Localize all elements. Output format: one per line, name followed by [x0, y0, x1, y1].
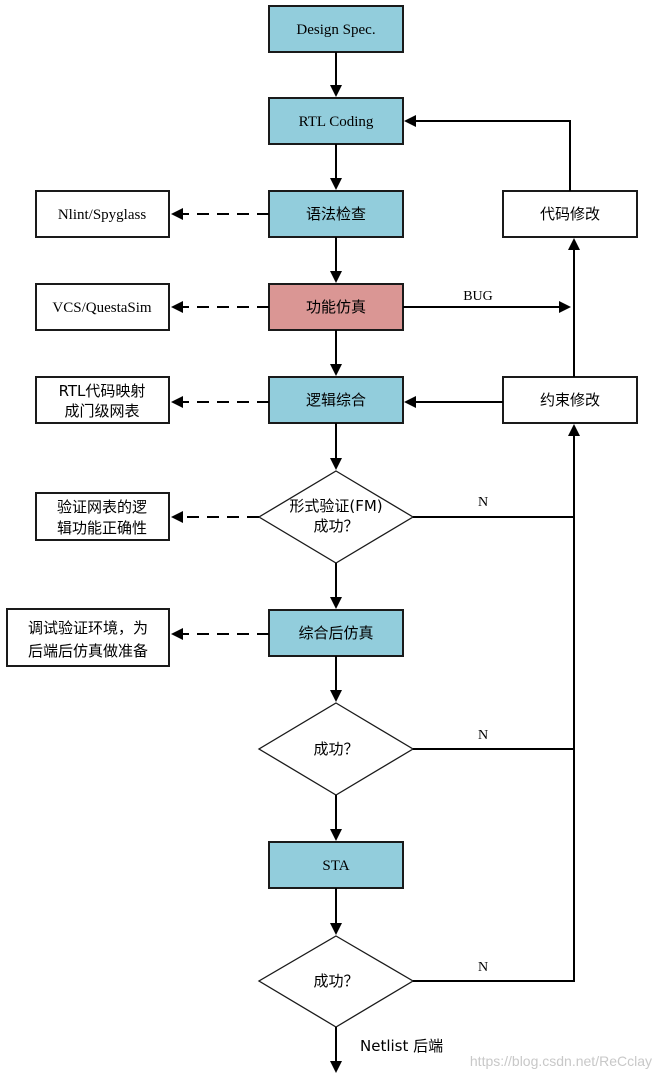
node-func-sim-label: 功能仿真 — [306, 298, 366, 316]
main-arrows — [330, 52, 342, 1073]
note-lint-tool[interactable]: Nlint/Spyglass — [35, 190, 170, 238]
edge-label-output: Netlist 后端 — [360, 1037, 443, 1055]
note-lint-tool-label: Nlint/Spyglass — [58, 207, 147, 223]
dashed-arrows — [171, 208, 269, 640]
decision-sta[interactable]: 成功？ — [257, 935, 415, 1028]
node-code-fix-label: 代码修改 — [540, 205, 600, 223]
node-sta-label: STA — [322, 858, 349, 874]
note-post-sim-line2: 后端后仿真做准备 — [28, 642, 148, 660]
edge-label-no-post-sim: N — [478, 728, 488, 743]
edge-label-no-sta: N — [478, 960, 488, 975]
node-design-spec[interactable]: Design Spec. — [268, 5, 404, 53]
node-constraint-fix-label: 约束修改 — [540, 391, 600, 409]
note-synthesis-line2: 成门级网表 — [64, 402, 139, 420]
decision-fm-line1: 形式验证(FM) — [289, 497, 382, 515]
decision-sta-label: 成功？ — [313, 972, 358, 990]
node-synthesis[interactable]: 逻辑综合 — [268, 376, 404, 424]
note-post-sim[interactable]: 调试验证环境，为 后端后仿真做准备 — [6, 608, 170, 667]
watermark: https://blog.csdn.net/ReCclay — [470, 1053, 652, 1069]
note-fm-line1: 验证网表的逻 — [57, 498, 147, 516]
node-func-sim[interactable]: 功能仿真 — [268, 283, 404, 331]
feedback-arrows — [403, 115, 580, 982]
note-fm-line2: 辑功能正确性 — [57, 519, 147, 537]
node-sta[interactable]: STA — [268, 841, 404, 889]
node-lint-label: 语法检查 — [306, 205, 366, 223]
note-post-sim-line1: 调试验证环境，为 — [28, 619, 148, 637]
decision-post-sim[interactable]: 成功？ — [257, 702, 415, 796]
node-constraint-fix[interactable]: 约束修改 — [502, 376, 638, 424]
decision-post-sim-label: 成功？ — [313, 740, 358, 758]
note-synthesis[interactable]: RTL代码映射 成门级网表 — [35, 376, 170, 424]
node-synthesis-label: 逻辑综合 — [306, 391, 366, 409]
note-sim-tool-label: VCS/QuestaSim — [52, 300, 152, 316]
decision-fm[interactable]: 形式验证(FM) 成功？ — [257, 470, 415, 564]
node-post-syn-sim-label: 综合后仿真 — [298, 624, 373, 642]
note-synthesis-line1: RTL代码映射 — [59, 382, 146, 400]
node-post-syn-sim[interactable]: 综合后仿真 — [268, 609, 404, 657]
node-design-spec-label: Design Spec. — [296, 22, 375, 38]
edge-label-bug: BUG — [463, 289, 493, 304]
node-lint[interactable]: 语法检查 — [268, 190, 404, 238]
node-code-fix[interactable]: 代码修改 — [502, 190, 638, 238]
node-rtl-coding[interactable]: RTL Coding — [268, 97, 404, 145]
node-rtl-coding-label: RTL Coding — [299, 114, 374, 130]
edge-label-no-fm: N — [478, 495, 488, 510]
note-sim-tool[interactable]: VCS/QuestaSim — [35, 283, 170, 331]
decision-fm-line2: 成功？ — [313, 517, 358, 535]
note-fm[interactable]: 验证网表的逻 辑功能正确性 — [35, 492, 170, 541]
